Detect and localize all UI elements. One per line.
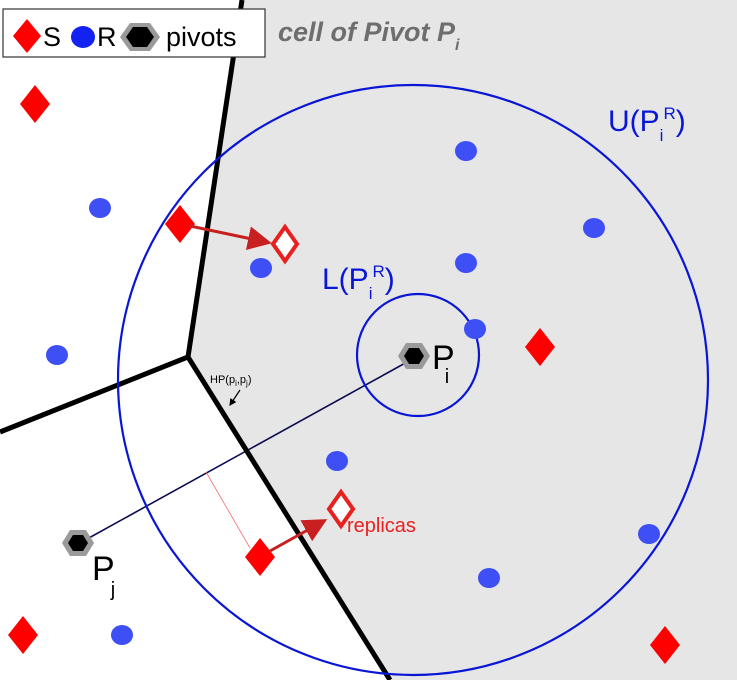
r-point <box>326 451 348 471</box>
upper-bound-circle <box>116 83 710 677</box>
r-point <box>111 625 133 645</box>
r-point <box>89 198 111 218</box>
r-point <box>455 141 477 161</box>
diamond-icon <box>13 19 41 53</box>
replica-point <box>326 488 356 530</box>
replica-arrow <box>189 224 272 251</box>
s-point <box>8 616 38 654</box>
hyperplane-pointer-icon <box>229 389 241 406</box>
r-point <box>250 258 272 278</box>
hyperplane-boundary <box>185 355 393 680</box>
r-point <box>583 218 605 238</box>
lower-bound-circle <box>355 292 481 418</box>
legend-s-label: S <box>43 22 61 52</box>
r-point <box>455 253 477 273</box>
s-point <box>650 626 680 664</box>
r-point <box>46 345 68 365</box>
r-points <box>46 141 660 645</box>
upper-bound-label: U(PiR) <box>608 104 686 145</box>
legend-r-label: R <box>97 22 117 52</box>
replica-point <box>270 223 300 265</box>
pivot-j-marker <box>62 530 94 556</box>
cell-label: cell of Pivot Pi <box>278 17 460 54</box>
r-point <box>638 524 660 544</box>
s-point <box>525 328 555 366</box>
lower-bound-label: L(PiR) <box>322 262 395 303</box>
r-point <box>478 568 500 588</box>
replica-points <box>270 223 356 530</box>
dot-icon <box>71 26 95 48</box>
s-point <box>245 538 275 576</box>
legend-pivots-label: pivots <box>166 22 237 52</box>
pivot-i-marker <box>398 343 430 369</box>
s-point <box>20 85 50 123</box>
replicas-label: replicas <box>347 515 416 537</box>
hyperplane-label: HP(pi,pj) <box>210 374 251 388</box>
r-point <box>464 319 486 339</box>
s-points <box>8 85 680 664</box>
pivot-i-label: Pi <box>432 339 455 388</box>
s-point <box>165 205 195 243</box>
hexagon-icon <box>120 23 160 51</box>
legend: S R pivots <box>2 8 266 58</box>
distance-segment <box>205 471 251 549</box>
pivot-i-cell <box>188 0 737 680</box>
replica-arrow <box>269 519 328 553</box>
